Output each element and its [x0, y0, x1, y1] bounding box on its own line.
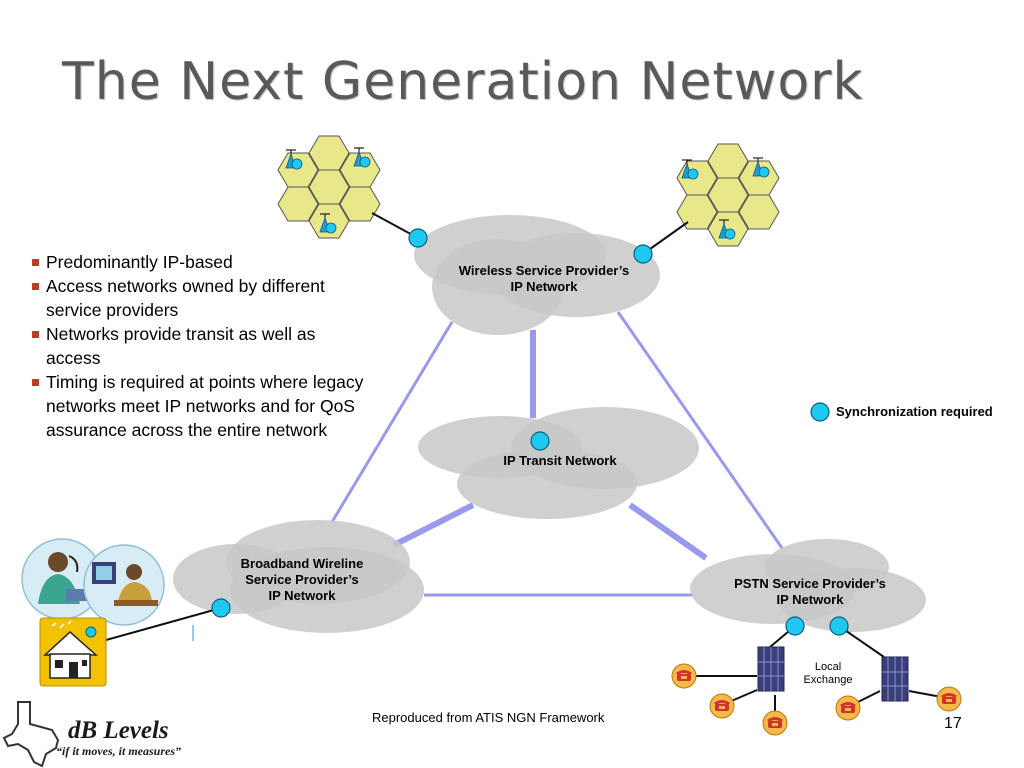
- person-icon: [21, 538, 103, 620]
- switch-rack-icon: [881, 656, 909, 702]
- bullet-item: Access networks owned by different servi…: [32, 274, 372, 322]
- bullet-text: Predominantly IP-based: [46, 252, 233, 272]
- transit-network-label: IP Transit Network: [490, 453, 630, 469]
- bullet-item: Timing is required at points where legac…: [32, 370, 372, 442]
- wireless-network-label-line2: IP Network: [510, 279, 578, 294]
- bullet-marker: [32, 379, 39, 386]
- bullet-marker: [32, 331, 39, 338]
- person-icon: [83, 544, 165, 626]
- local-exchange-label-line2: Exchange: [803, 674, 853, 686]
- bullet-text: Access networks owned by different servi…: [46, 276, 325, 320]
- bullet-item: Networks provide transit as well as acce…: [32, 322, 372, 370]
- telephone-icon: [671, 663, 697, 689]
- page-number: 17: [944, 715, 962, 732]
- telephone-icon: [709, 693, 735, 719]
- telephone-icon: [762, 710, 788, 736]
- legend-label: Synchronization required: [836, 404, 993, 419]
- broadband-network-label-line3: IP Network: [268, 588, 336, 603]
- bullet-marker: [32, 283, 39, 290]
- wireless-network-label-line1: Wireless Service Provider’s: [458, 263, 630, 278]
- pstn-network-label-line1: PSTN Service Provider’s: [734, 576, 886, 591]
- bullet-item: Predominantly IP-based: [32, 250, 372, 274]
- telephone-icon: [835, 695, 861, 721]
- telephone-icon: [936, 686, 962, 712]
- transit-links: [330, 311, 784, 597]
- local-exchange-label-line1: Local: [814, 661, 842, 673]
- logo-brand: dB Levels: [68, 717, 169, 744]
- broadband-network-label-line2: Service Provider’s: [245, 572, 359, 587]
- broadband-network-label-line1: Broadband Wireline: [240, 556, 364, 571]
- bullet-text: Networks provide transit as well as acce…: [46, 324, 316, 368]
- bullet-list: Predominantly IP-based Access networks o…: [32, 250, 372, 442]
- source-note: Reproduced from ATIS NGN Framework: [372, 710, 605, 725]
- pstn-network-cloud: [690, 539, 926, 632]
- cell-cluster-icon: [277, 135, 381, 239]
- wireless-network-cloud: [414, 215, 660, 335]
- house-icon: [39, 617, 107, 687]
- local-exchange-label: Local Exchange: [790, 661, 866, 687]
- switch-rack-icon: [757, 646, 785, 692]
- broadband-network-cloud: [173, 520, 424, 633]
- slide-title: The Next Generation Network: [62, 52, 864, 112]
- transit-network-label-line1: IP Transit Network: [503, 453, 617, 468]
- sync-points: [211, 228, 849, 636]
- pstn-network-label: PSTN Service Provider’s IP Network: [720, 576, 900, 608]
- bullet-text: Timing is required at points where legac…: [46, 372, 364, 440]
- bullet-marker: [32, 259, 39, 266]
- pstn-network-label-line2: IP Network: [776, 592, 844, 607]
- cell-cluster-icon: [676, 143, 780, 247]
- logo-tagline: “if it moves, it measures”: [56, 744, 181, 758]
- wireless-network-label: Wireless Service Provider’s IP Network: [444, 263, 644, 295]
- broadband-network-label: Broadband Wireline Service Provider’s IP…: [222, 556, 382, 604]
- texas-outline-icon: [2, 701, 60, 768]
